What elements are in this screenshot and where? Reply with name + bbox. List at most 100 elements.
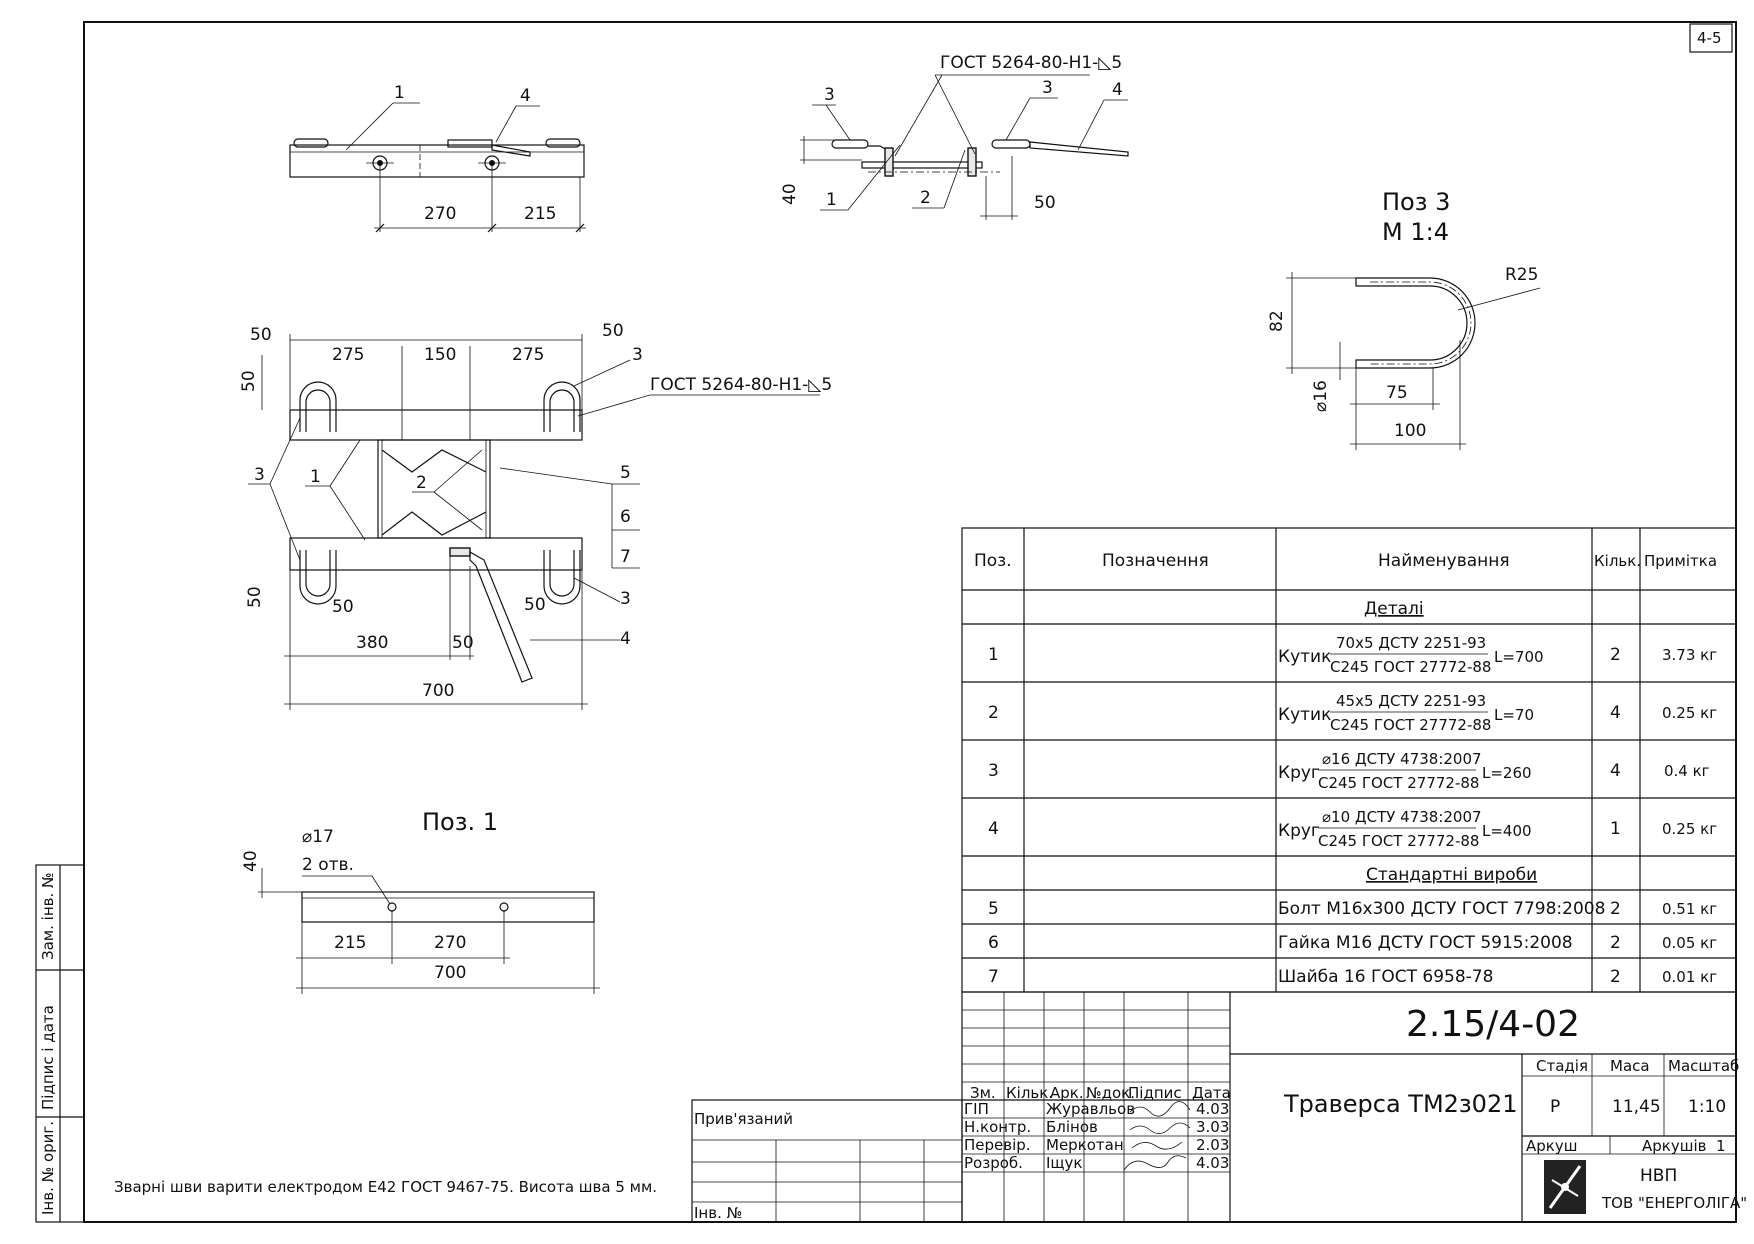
- plan-dim-380: 380: [356, 633, 388, 653]
- svg-text:7: 7: [988, 967, 999, 987]
- svg-text:Розроб.: Розроб.: [964, 1154, 1023, 1172]
- signature-mark: [1131, 1141, 1183, 1150]
- poz3-dim-75: 75: [1386, 383, 1408, 403]
- spec-detail-row: 3 Круг ⌀16 ДСТУ 4738:2007 С245 ГОСТ 2777…: [988, 750, 1710, 792]
- specification-table: Поз. Позначення Найменування Кільк. Прим…: [961, 527, 1737, 993]
- sheet-number-box: [1689, 23, 1733, 53]
- poz1-detail: Поз. 1 ⌀17 2 отв. 40 215 270 700: [241, 808, 600, 994]
- svg-text:С245 ГОСТ 27772-88: С245 ГОСТ 27772-88: [1330, 716, 1491, 734]
- section-view: 40 50 ГОСТ 5264-80-Н1-◺5 3 3 4 1 2: [780, 53, 1129, 220]
- col-ark: Арк.: [1050, 1084, 1084, 1102]
- svg-text:2: 2: [988, 703, 999, 723]
- binding-label: Прив'язаний: [694, 1110, 793, 1128]
- svg-text:Болт М16х300 ДСТУ ГОСТ 7798:20: Болт М16х300 ДСТУ ГОСТ 7798:2008: [1278, 899, 1605, 919]
- poz1-title: Поз. 1: [422, 808, 498, 836]
- svg-text:4.03: 4.03: [1196, 1154, 1229, 1172]
- stage-value: Р: [1550, 1097, 1560, 1117]
- spec-header-qty: Кільк.: [1594, 552, 1641, 570]
- col-zm: Зм.: [970, 1084, 996, 1102]
- section-callout-1: 1: [826, 190, 837, 210]
- scale-label: Масштаб: [1668, 1057, 1739, 1075]
- company-logo: [1544, 1160, 1586, 1214]
- svg-text:5: 5: [988, 899, 999, 919]
- spec-header-note: Примітка: [1644, 552, 1717, 570]
- svg-text:2.03: 2.03: [1196, 1136, 1229, 1154]
- top-callout-1: 1: [394, 83, 405, 103]
- svg-text:ГІП: ГІП: [964, 1100, 989, 1118]
- signature-mark: [1123, 1155, 1187, 1171]
- svg-text:Перевір.: Перевір.: [964, 1136, 1031, 1154]
- svg-text:С245 ГОСТ 27772-88: С245 ГОСТ 27772-88: [1318, 832, 1479, 850]
- poz1-dim-270: 270: [434, 933, 466, 953]
- svg-text:Круг: Круг: [1278, 763, 1320, 783]
- plan-callout-1: 1: [310, 467, 321, 487]
- spec-standard-row: 5 Болт М16х300 ДСТУ ГОСТ 7798:2008 2 0.5…: [988, 899, 1717, 919]
- sheets-value: 1: [1716, 1137, 1726, 1155]
- plan-dim-50-b2: 50: [524, 595, 546, 615]
- org-line1: НВП: [1640, 1166, 1677, 1186]
- svg-text:2: 2: [1610, 967, 1621, 987]
- svg-text:L=260: L=260: [1482, 764, 1532, 782]
- side-zam-label: Зам. інв. №: [39, 872, 57, 960]
- poz3-scale: М 1:4: [1382, 218, 1449, 246]
- signature-mark: [1129, 1122, 1191, 1134]
- svg-text:0.01 кг: 0.01 кг: [1662, 968, 1717, 986]
- plan-dim-275-a: 275: [332, 345, 364, 365]
- section-callout-4: 4: [1112, 80, 1123, 100]
- svg-text:Кутик: Кутик: [1278, 647, 1331, 667]
- svg-text:4: 4: [1610, 761, 1621, 781]
- sheet-number: 4-5: [1697, 29, 1722, 47]
- drawing-code: 2.15/4-02: [1406, 1004, 1580, 1045]
- plan-callout-3-left: 3: [254, 465, 265, 485]
- side-inv-label: Інв. № ориг.: [39, 1121, 57, 1215]
- svg-text:4: 4: [1610, 703, 1621, 723]
- svg-text:⌀16 ДСТУ 4738:2007: ⌀16 ДСТУ 4738:2007: [1322, 750, 1482, 768]
- poz1-dia: ⌀17: [302, 827, 334, 847]
- svg-text:Круг: Круг: [1278, 821, 1320, 841]
- role-row: Розроб. Іщук 4.03: [964, 1154, 1229, 1172]
- mass-label: Маса: [1610, 1057, 1650, 1075]
- poz3-radius: R25: [1505, 265, 1538, 285]
- section-callout-3a: 3: [824, 85, 835, 105]
- svg-text:2: 2: [1610, 933, 1621, 953]
- svg-text:Журавльов: Журавльов: [1046, 1100, 1135, 1118]
- poz1-dim-700: 700: [434, 963, 466, 983]
- top-callout-4: 4: [520, 86, 531, 106]
- svg-text:6: 6: [988, 933, 999, 953]
- spec-section-standard: Стандартні вироби: [1366, 865, 1537, 885]
- plan-dim-50-left: 50: [250, 325, 272, 345]
- svg-text:3.73 кг: 3.73 кг: [1662, 646, 1717, 664]
- top-dim-270: 270: [424, 204, 456, 224]
- svg-text:Гайка М16 ДСТУ ГОСТ 5915:2008: Гайка М16 ДСТУ ГОСТ 5915:2008: [1278, 933, 1573, 953]
- section-dim-50: 50: [1034, 193, 1056, 213]
- plan-dim-50-b3: 50: [452, 633, 474, 653]
- plan-callout-3-bottom: 3: [620, 589, 631, 609]
- org-line2: ТОВ "ЕНЕРГОЛІГА": [1601, 1194, 1747, 1212]
- section-dim-40: 40: [780, 183, 800, 205]
- welding-note: Зварні шви варити електродом Е42 ГОСТ 94…: [114, 1178, 657, 1196]
- svg-text:2: 2: [1610, 645, 1621, 665]
- col-date: Дата: [1192, 1084, 1231, 1102]
- svg-text:Меркотан: Меркотан: [1046, 1136, 1124, 1154]
- plan-callout-4: 4: [620, 629, 631, 649]
- mass-value: 11,45: [1612, 1097, 1661, 1117]
- poz3-detail: Поз 3 М 1:4 R25 82 ⌀16 75 100: [1267, 188, 1541, 450]
- section-weld-note: ГОСТ 5264-80-Н1-◺5: [940, 53, 1122, 73]
- svg-text:Блінов: Блінов: [1046, 1118, 1098, 1136]
- svg-text:45х5 ДСТУ 2251-93: 45х5 ДСТУ 2251-93: [1336, 692, 1486, 710]
- svg-text:70х5 ДСТУ 2251-93: 70х5 ДСТУ 2251-93: [1336, 634, 1486, 652]
- plan-callout-7: 7: [620, 547, 631, 567]
- spec-section-details: Деталі: [1364, 599, 1424, 619]
- poz1-dim-215: 215: [334, 933, 366, 953]
- section-callout-2: 2: [920, 188, 931, 208]
- svg-text:L=700: L=700: [1494, 648, 1544, 666]
- plan-dim-150: 150: [424, 345, 456, 365]
- spec-standard-row: 6 Гайка М16 ДСТУ ГОСТ 5915:2008 2 0.05 к…: [988, 933, 1717, 953]
- svg-text:0.4 кг: 0.4 кг: [1664, 762, 1710, 780]
- svg-text:С245 ГОСТ 27772-88: С245 ГОСТ 27772-88: [1330, 658, 1491, 676]
- svg-text:0.25 кг: 0.25 кг: [1662, 704, 1717, 722]
- top-view: 270 215 1 4: [289, 83, 586, 233]
- svg-text:Шайба 16 ГОСТ 6958-78: Шайба 16 ГОСТ 6958-78: [1278, 967, 1493, 987]
